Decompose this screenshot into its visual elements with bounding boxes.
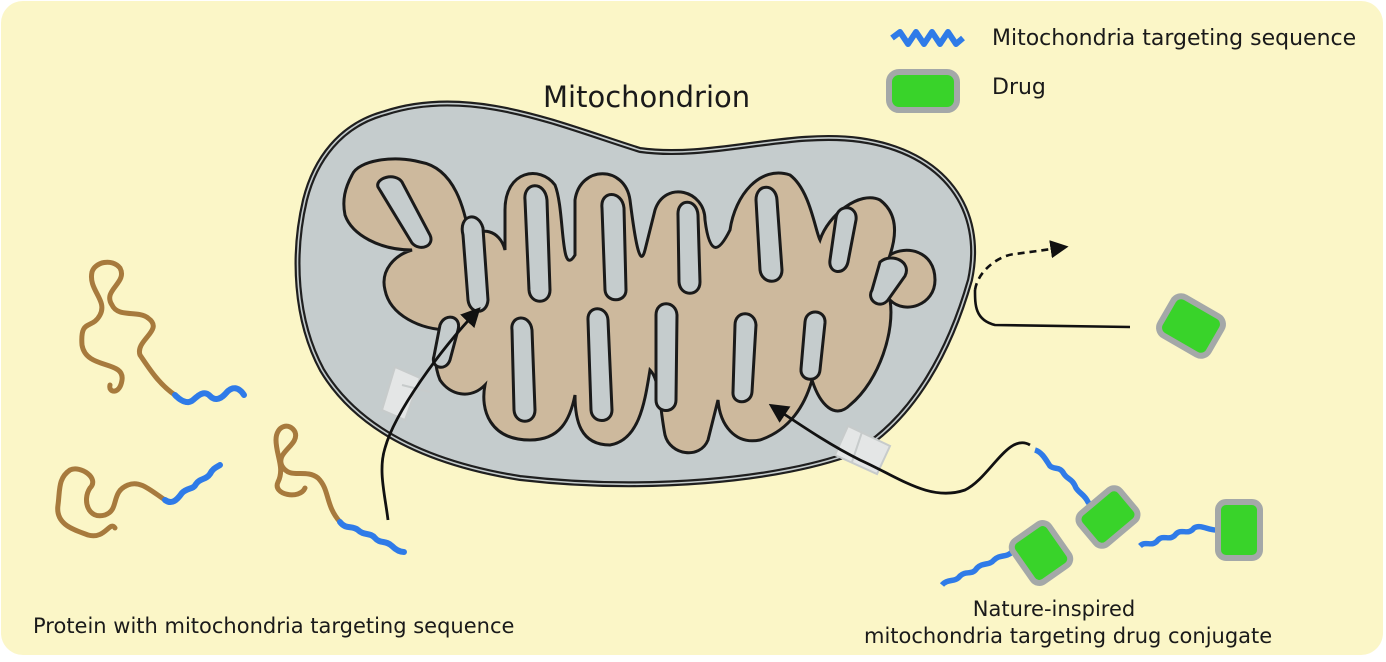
legend-drug-label: Drug bbox=[992, 75, 1046, 100]
exit-dashed-arrow bbox=[973, 240, 1069, 291]
conjugate-caption-line-2: mitochondria targeting drug conjugate bbox=[864, 624, 1273, 648]
conjugate-caption-line-1: Nature-inspired bbox=[972, 597, 1136, 621]
drug-conjugate-exiting bbox=[1156, 293, 1226, 359]
drug-capsule-icon bbox=[886, 69, 960, 113]
drug-conjugate-2 bbox=[939, 520, 1074, 588]
protein-chain-3 bbox=[273, 423, 407, 555]
drug-conjugate-3 bbox=[1138, 499, 1263, 561]
membrane-transporter-left bbox=[380, 365, 431, 422]
protein-chain-1 bbox=[79, 259, 247, 406]
diagram-title: Mitochondrion bbox=[543, 80, 751, 114]
conjugate-caption: Nature-inspired mitochondria targeting d… bbox=[864, 596, 1273, 650]
exit-path-line bbox=[973, 289, 1131, 329]
protein-chain-2 bbox=[55, 462, 223, 539]
drug-conjugate-1 bbox=[1033, 447, 1141, 549]
protein-import-arrow bbox=[380, 307, 481, 521]
wavy-targeting-sequence-icon bbox=[890, 29, 965, 47]
mitochondrial-matrix bbox=[342, 157, 937, 455]
legend-targeting-sequence-label: Mitochondria targeting sequence bbox=[992, 26, 1357, 51]
conjugate-import-arrow bbox=[768, 403, 1031, 495]
protein-caption: Protein with mitochondria targeting sequ… bbox=[33, 614, 515, 638]
